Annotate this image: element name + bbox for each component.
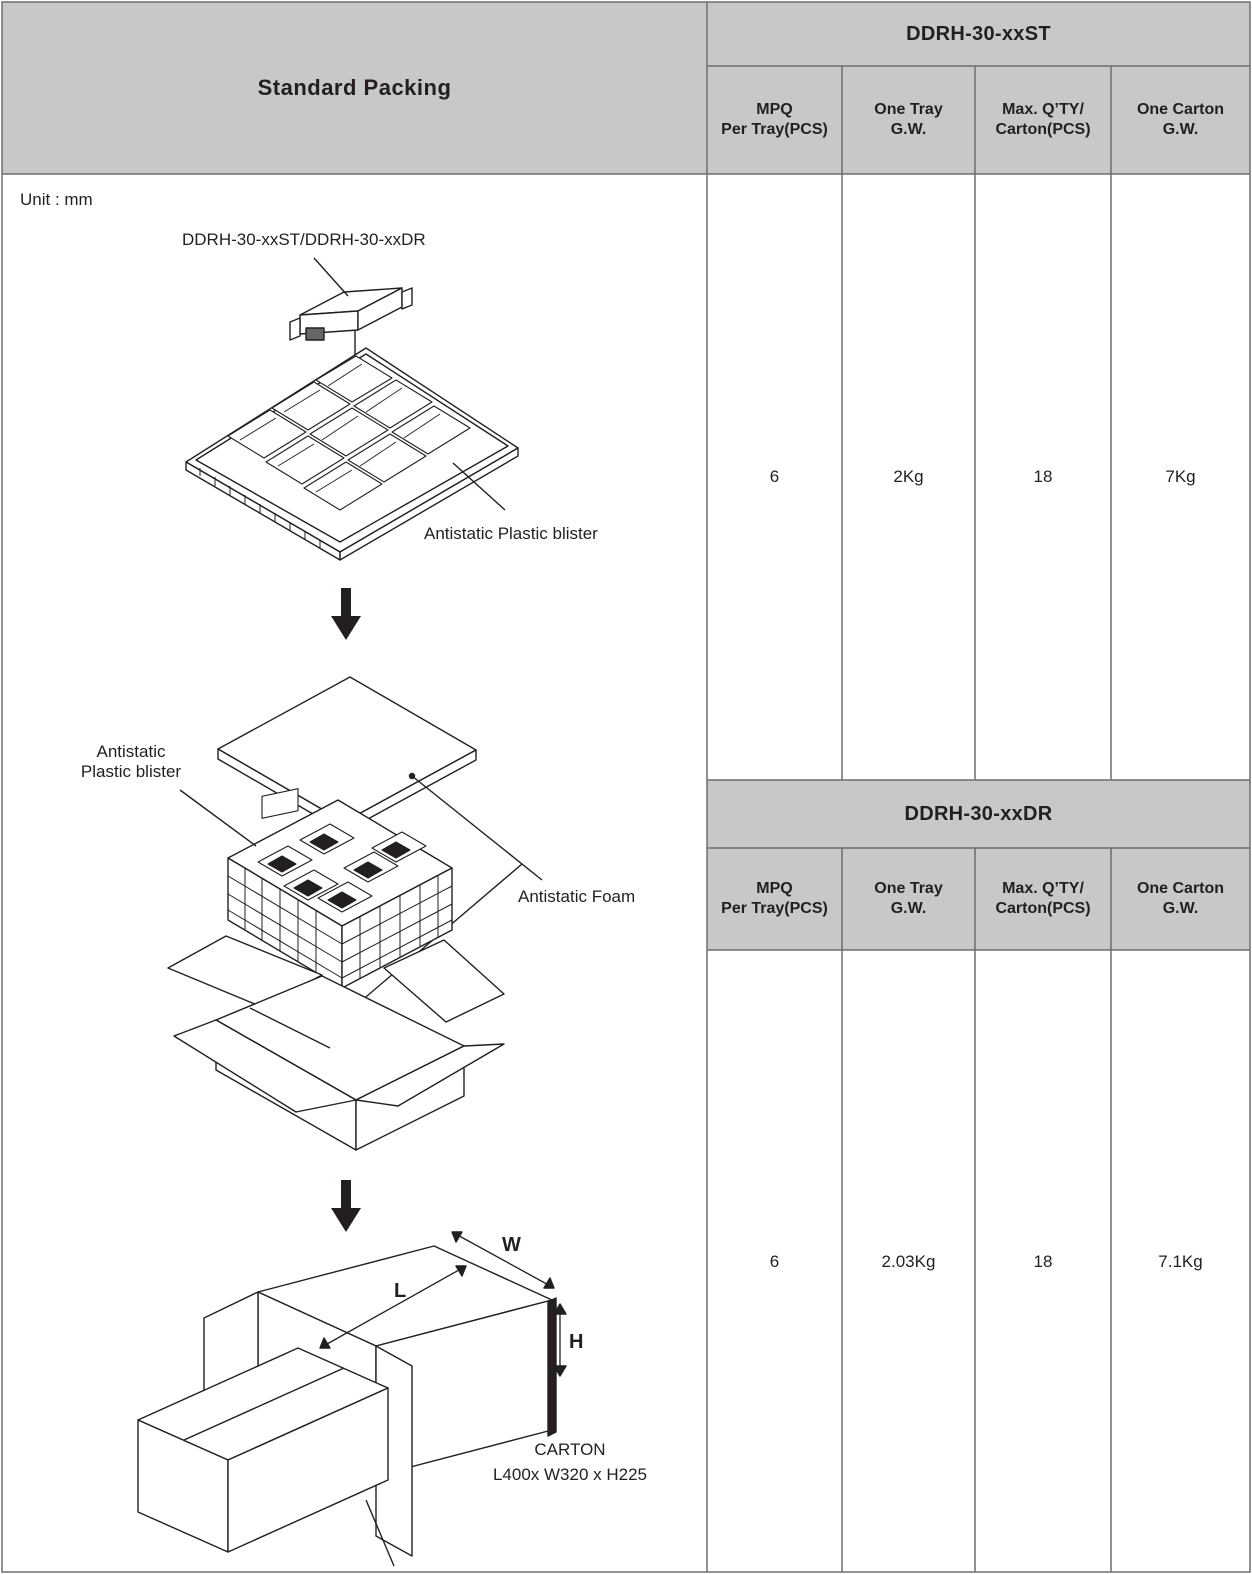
dr-col-mpq: MPQ Per Tray(PCS): [707, 848, 842, 950]
st-val-tray-gw: 2Kg: [893, 467, 924, 486]
dr-col-carton-gw: One Carton G.W.: [1111, 848, 1250, 950]
unit-label: Unit : mm: [20, 190, 93, 209]
down-arrow-icon: [331, 1180, 361, 1232]
dr-val-tray-gw: 2.03Kg: [881, 1251, 936, 1271]
blister-label: Antistatic Plastic blister: [424, 524, 598, 543]
st-col-max-qty: Max. Q’TY/ Carton(PCS): [975, 66, 1111, 174]
dr-val-max-qty: 18: [1033, 1251, 1053, 1271]
st-col-mpq: MPQ Per Tray(PCS): [707, 66, 842, 174]
packing-illustration: [137, 257, 567, 1567]
dr-col-tray-gw: One Tray G.W.: [842, 848, 975, 950]
st-model-header: DDRH-30-xxST: [707, 2, 1250, 66]
st-col-carton-gw: One Carton G.W.: [1111, 66, 1250, 174]
dr-val-mpq: 6: [769, 1251, 780, 1271]
standard-packing-header: Standard Packing: [2, 2, 707, 174]
dr-model-title: DDRH-30-xxDR: [904, 802, 1053, 825]
st-col-tray-gw: One Tray G.W.: [842, 66, 975, 174]
st-val-mpq: 6: [769, 467, 780, 486]
model-callout-label: DDRH-30-xxST/DDRH-30-xxDR: [182, 230, 426, 249]
carton-label: CARTON L400x W320 x H225: [492, 1440, 648, 1484]
closed-carton: [137, 1231, 567, 1567]
open-carton: [167, 935, 505, 1151]
dr-model-header: DDRH-30-xxDR: [707, 780, 1250, 848]
page-title: Standard Packing: [257, 75, 452, 100]
dim-h-label: H: [569, 1331, 584, 1353]
foam-sheet: [217, 676, 543, 1006]
st-val-max-qty: 18: [1033, 467, 1053, 486]
st-model-title: DDRH-30-xxST: [906, 22, 1051, 45]
dim-w-label: W: [502, 1234, 521, 1256]
blister-tray: [185, 347, 519, 561]
dr-val-carton-gw: 7.1Kg: [1158, 1251, 1203, 1271]
dim-l-label: L: [394, 1280, 407, 1302]
down-arrow-icon: [331, 588, 361, 640]
st-val-carton-gw: 7Kg: [1165, 467, 1196, 486]
foam-label: Antistatic Foam: [518, 887, 636, 906]
module-unit: [289, 257, 413, 372]
dr-col-max-qty: Max. Q’TY/ Carton(PCS): [975, 848, 1111, 950]
blister-label-2: Antistatic Plastic blister: [80, 742, 182, 781]
